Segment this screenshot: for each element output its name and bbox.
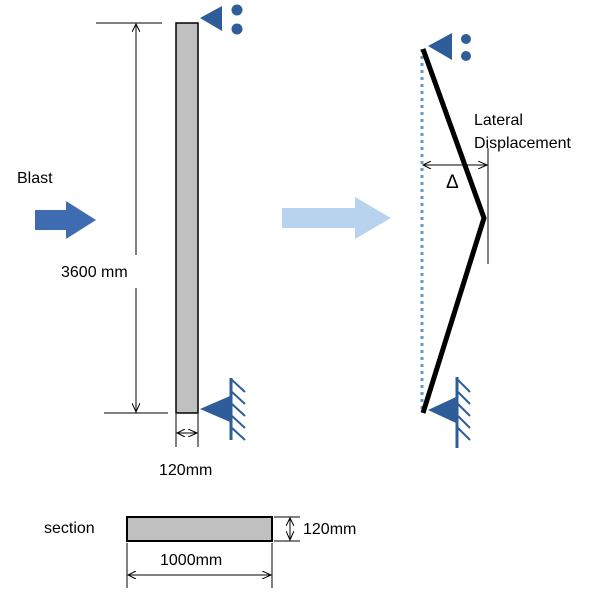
height-label: 3600 mm — [61, 264, 128, 281]
section-thickness-dimension — [274, 516, 300, 542]
height-dimension — [96, 22, 168, 414]
roller-support-icon — [200, 4, 243, 35]
displacement-dimension — [423, 148, 489, 264]
section-thickness-label: 120mm — [303, 521, 356, 538]
delta-label: Δ — [446, 172, 459, 193]
thickness-label: 120mm — [159, 462, 212, 479]
pin-support-icon — [428, 377, 471, 448]
section-width-dimension — [126, 543, 273, 588]
blast-arrow-light — [282, 197, 391, 239]
arrow-right-icon — [35, 201, 96, 239]
roller-support-icon — [428, 33, 471, 61]
deflected-shape — [420, 48, 487, 414]
blast-label: Blast — [17, 170, 53, 187]
section-label: section — [44, 520, 95, 537]
left-blast-arrow — [35, 201, 96, 239]
section-rectangle — [126, 516, 273, 542]
lateral-label-line1: Lateral — [474, 112, 523, 129]
pin-support-icon — [200, 378, 246, 441]
section-width-label: 1000mm — [160, 552, 222, 569]
wall-column — [175, 22, 199, 414]
lateral-label-line2: Displacement — [474, 135, 571, 152]
thickness-dimension — [175, 414, 199, 447]
